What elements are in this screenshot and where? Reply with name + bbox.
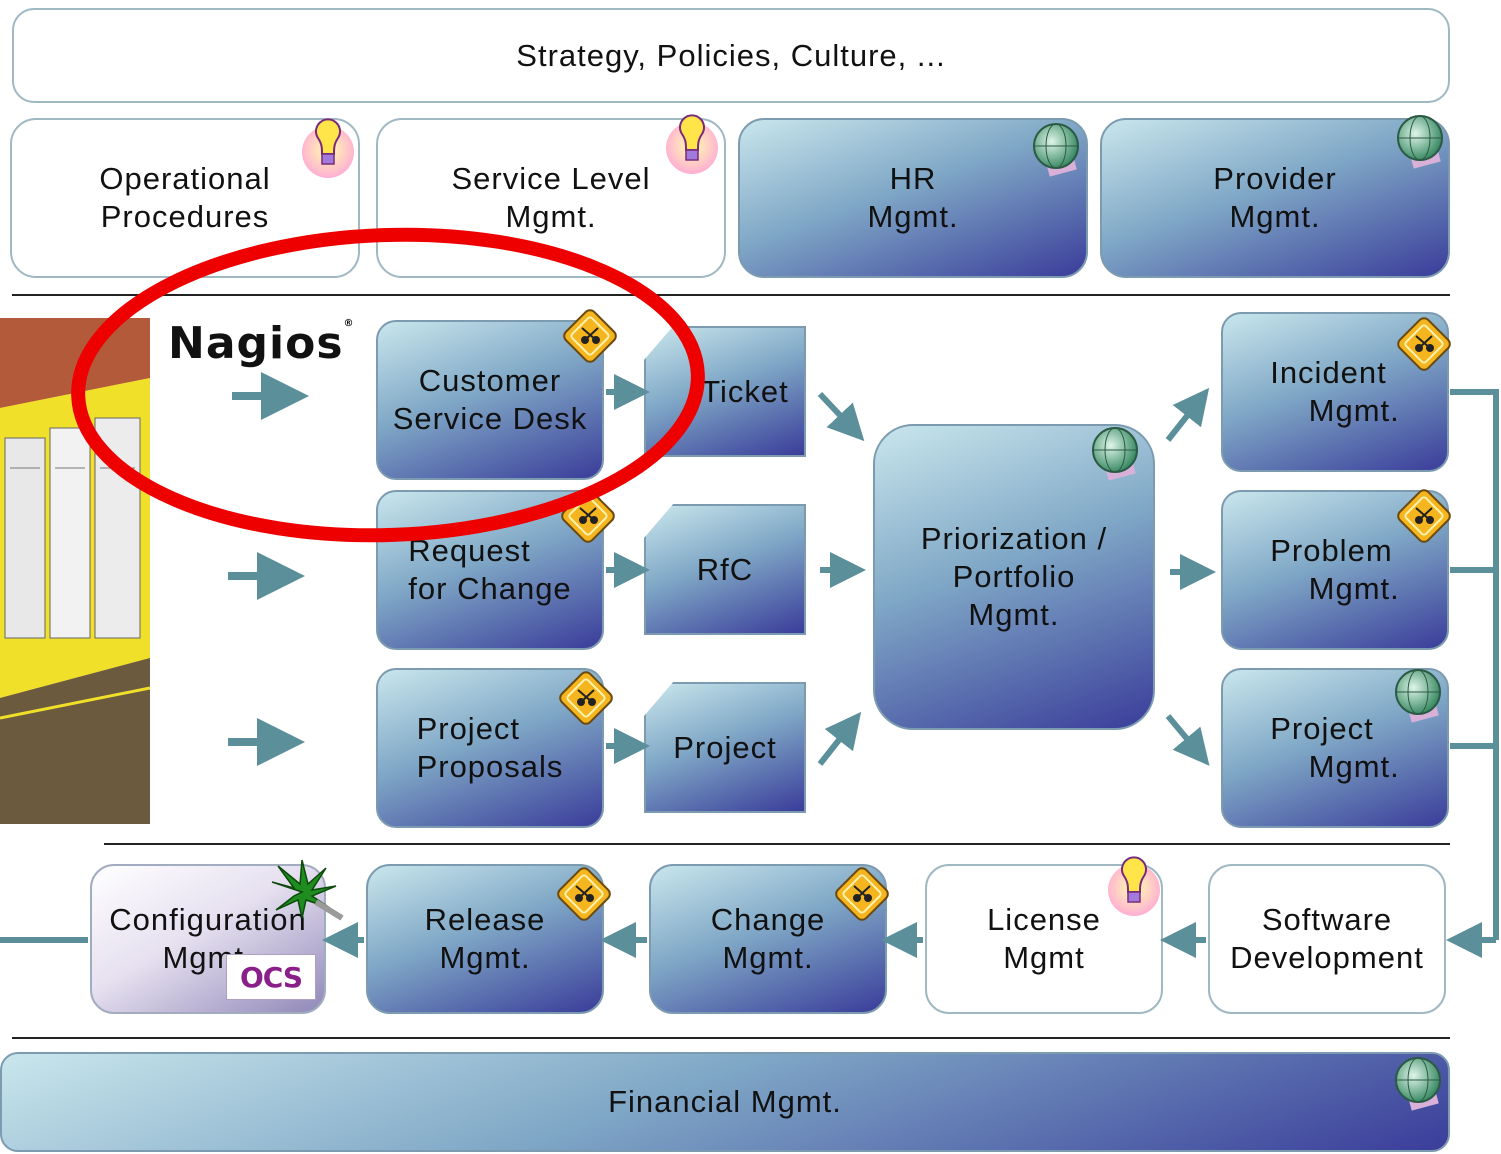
warning-sign-icon [835,867,889,921]
lightbulb-icon [1108,856,1160,916]
project-mgmt-label: Project Mgmt. [1270,711,1400,784]
warning-sign-icon [559,671,613,725]
ocs-inventory-logo: OCS [226,954,316,1000]
strategy-banner: Strategy, Policies, Culture, ... [12,8,1450,103]
release-mgmt-label: Release Mgmt. [424,902,546,975]
globe-icon [1395,1057,1441,1111]
service-level-mgmt-label: Service Level Mgmt. [451,161,651,234]
nagios-logo: Nagios® [168,318,355,369]
globe-icon [1395,669,1441,723]
provider-mgmt-box: Provider Mgmt. [1100,118,1450,278]
arrow-project-to-center [817,711,862,766]
highlight-ellipse [71,227,705,543]
warning-sign-icon [1397,317,1451,371]
customer-service-desk-label: Customer Service Desk [392,363,588,436]
project-proposals-label: Project Proposals [416,711,564,784]
problem-mgmt-box: Problem Mgmt. [1221,490,1449,650]
operational-procedures-box: Operational Procedures [10,118,360,278]
arrow-center-to-incident [1165,387,1210,442]
financial-mgmt-banner: Financial Mgmt. [0,1052,1450,1152]
operational-procedures-label: Operational Procedures [99,161,271,234]
right-connector-bracket [1446,389,1499,958]
ticket-document: Ticket [644,326,806,457]
warning-sign-icon [557,867,611,921]
warning-sign-icon [1397,489,1451,543]
project-doc-label: Project [673,729,777,765]
palm-tree-icon [271,859,344,921]
divider-middle [104,843,1450,845]
strategy-banner-label: Strategy, Policies, Culture, ... [516,37,946,73]
arrow-center-to-project-mgmt [1165,714,1210,766]
divider-top [12,294,1450,296]
request-for-change-label: Request for Change [408,533,572,606]
rfc-label: RfC [696,551,754,587]
arrow-ticket-to-center [817,391,865,442]
software-development-box: Software Development [1208,864,1446,1014]
incident-mgmt-label: Incident Mgmt. [1270,355,1400,428]
project-mgmt-box: Project Mgmt. [1221,668,1449,828]
globe-icon [1033,123,1079,177]
warning-sign-icon [563,309,617,363]
change-mgmt-label: Change Mgmt. [710,902,826,975]
divider-bottom [12,1037,1450,1039]
project-document: Project [644,682,806,813]
license-mgmt-label: License Mgmt [987,902,1101,975]
financial-mgmt-label: Financial Mgmt. [608,1084,842,1119]
lightbulb-icon [666,114,718,174]
ticket-label: Ticket [701,373,789,409]
project-proposals-box: Project Proposals [376,668,604,828]
priorization-portfolio-label: Priorization / Portfolio Mgmt. [920,521,1108,632]
incident-mgmt-box: Incident Mgmt. [1221,312,1449,472]
lightbulb-icon [302,118,354,178]
hr-mgmt-box: HR Mgmt. [738,118,1088,278]
globe-icon [1092,427,1138,481]
hr-mgmt-label: HR Mgmt. [867,161,959,234]
software-development-label: Software Development [1230,902,1424,975]
problem-mgmt-label: Problem Mgmt. [1270,533,1400,606]
customer-service-desk-box: Customer Service Desk [376,320,604,480]
globe-icon [1397,115,1443,169]
change-mgmt-box: Change Mgmt. [649,864,887,1014]
data-center-image [0,318,150,824]
provider-mgmt-label: Provider Mgmt. [1213,161,1337,234]
